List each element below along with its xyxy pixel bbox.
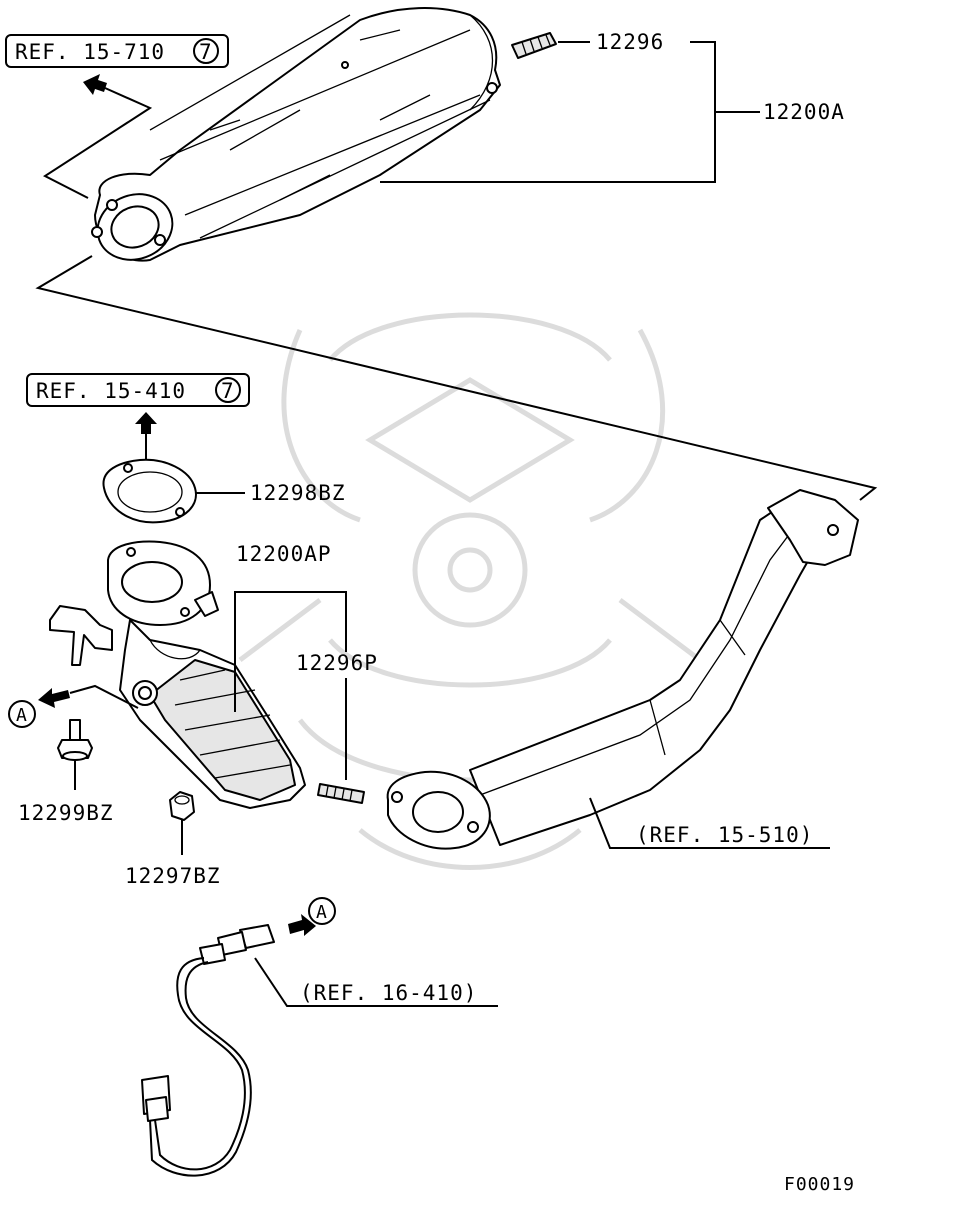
gasket-12298BZ [102, 458, 197, 524]
catalytic-converter-upper [91, 7, 501, 262]
oxygen-sensor [141, 924, 275, 1177]
connector-mark-a-right: A [288, 897, 336, 936]
stud-12296P [317, 783, 365, 804]
ref-box-15-710: REF. 15-710 7 [5, 34, 229, 68]
assembly-link-line [35, 255, 878, 501]
ref-box-15-410-label: REF. 15-410 [36, 379, 186, 403]
connector-mark-a-left-label: A [16, 705, 28, 726]
nut-12297BZ [169, 791, 195, 821]
up-arrow-icon [43, 74, 153, 199]
callout-12298BZ: 12298BZ [250, 481, 346, 505]
stud-12296 [511, 32, 557, 59]
callout-12296: 12296 [596, 30, 664, 54]
front-exhaust-pipe [386, 489, 859, 850]
callout-12200A: 12200A [763, 100, 845, 124]
callout-12297BZ: 12297BZ [125, 864, 221, 888]
ref-box-15-410-circle-number: 7 [221, 379, 235, 403]
bolt-12299BZ [57, 719, 93, 761]
callout-ref-15-510: (REF. 15-510) [636, 823, 813, 847]
connector-mark-a-right-label: A [316, 902, 328, 923]
up-arrow-icon [135, 412, 157, 434]
ref-box-15-710-circle-number: 7 [199, 40, 213, 64]
callout-12299BZ: 12299BZ [18, 801, 114, 825]
catalytic-converter-front [49, 540, 306, 809]
ref-box-15-410: REF. 15-410 7 [26, 373, 250, 407]
connector-mark-a-left: A [8, 684, 139, 728]
ref-box-15-710-label: REF. 15-710 [15, 40, 165, 64]
callout-12296P: 12296P [296, 651, 378, 675]
callout-ref-16-410: (REF. 16-410) [300, 981, 477, 1005]
callout-12200AP: 12200AP [236, 542, 332, 566]
figure-code: F00019 [784, 1174, 855, 1195]
